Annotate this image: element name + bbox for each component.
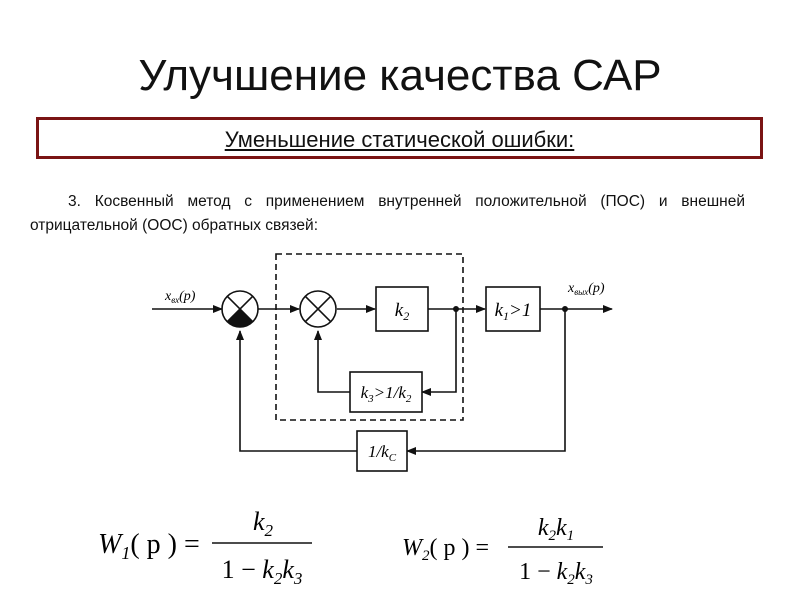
w2-denominator: 1 − k2k3 — [519, 559, 593, 588]
w2-numerator: k2k1 — [538, 515, 574, 544]
w1-denominator: 1 − k2k3 — [222, 555, 303, 588]
formula-w2: W2( p ) = k2k1 1 − k2k3 — [402, 515, 603, 588]
block-k3-label: k3>1/k2 — [361, 383, 412, 405]
output-signal-label: xвых(p) — [567, 281, 605, 297]
summing-junction-outer — [221, 290, 259, 328]
inner-feedback-out-line — [421, 309, 457, 396]
summing-junction-inner — [299, 290, 337, 328]
outer-branch-point — [562, 306, 568, 312]
block-kc-label: 1/kC — [368, 442, 397, 464]
block-k3 — [349, 371, 423, 413]
block-k1 — [485, 286, 541, 332]
block-k2 — [375, 286, 429, 332]
slide-subtitle: Уменьшение статической ошибки: — [224, 127, 575, 152]
input-signal-label: xвх(p) — [164, 289, 196, 305]
w1-lhs: W1( p ) = — [98, 529, 200, 563]
inner-branch-point — [453, 306, 459, 312]
subtitle-frame: Уменьшение статической ошибки: — [36, 117, 763, 159]
outer-feedback-out-line — [406, 309, 566, 455]
slide-title: Улучшение качества САР — [138, 51, 662, 100]
inner-loop-frame — [275, 253, 464, 421]
inner-feedback-in-line — [314, 330, 350, 393]
w2-lhs: W2( p ) = — [402, 535, 489, 564]
outer-feedback-in-line — [236, 330, 357, 452]
block-kc — [356, 430, 408, 472]
formula-w1: W1( p ) = k2 1 − k2k3 — [98, 507, 312, 588]
block-k2-label: k2 — [395, 300, 409, 323]
w1-numerator: k2 — [253, 507, 274, 540]
block-k1-label: k1>1 — [495, 300, 532, 323]
method-description: 3. Косвенный метод с применением внутрен… — [30, 193, 745, 234]
